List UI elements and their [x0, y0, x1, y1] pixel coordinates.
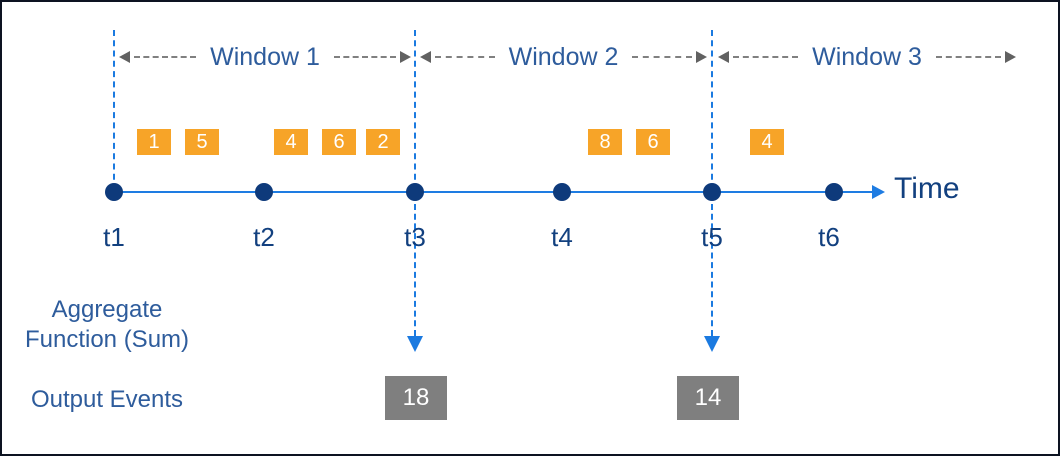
time-axis-label: Time	[894, 172, 960, 205]
dashed-line	[935, 56, 1002, 58]
output-event-sum-window2: 14	[677, 376, 739, 420]
arrow-right-icon	[400, 51, 412, 63]
timeline-dot-t2	[255, 183, 273, 201]
timeline-dot-t4	[553, 183, 571, 201]
arrow-right-icon	[1005, 51, 1017, 63]
timeline-dot-t1	[105, 183, 123, 201]
window-boundary-guide-t3	[414, 30, 416, 190]
timeline-axis	[114, 191, 874, 193]
window-3-span: Window 3	[718, 42, 1017, 71]
aggregate-function-label: Aggregate Function (Sum)	[17, 295, 197, 355]
arrow-right-icon	[696, 51, 708, 63]
tick-label-t6: t6	[818, 222, 840, 252]
timeline-dot-t6	[825, 183, 843, 201]
input-event: 8	[588, 129, 622, 155]
aggregate-function-label-line1: Aggregate	[51, 296, 163, 323]
tick-label-t3: t3	[404, 222, 426, 252]
arrow-left-icon	[718, 51, 729, 63]
down-arrow-icon-t3	[407, 336, 423, 352]
tick-label-t1: t1	[103, 222, 125, 252]
tick-label-t4: t4	[551, 222, 573, 252]
input-event: 2	[366, 129, 400, 155]
arrow-left-icon	[420, 51, 431, 63]
input-event: 4	[750, 129, 784, 155]
tick-label-t5: t5	[701, 222, 723, 252]
output-event-sum-window1: 18	[385, 376, 447, 420]
dashed-line	[632, 56, 693, 58]
window-1-span: Window 1	[119, 42, 412, 71]
aggregate-function-label-line2: Function (Sum)	[24, 326, 190, 353]
input-event: 1	[137, 129, 171, 155]
input-event: 4	[274, 129, 308, 155]
output-connector-t3	[414, 204, 416, 336]
dashed-line	[733, 56, 799, 58]
input-event: 6	[322, 129, 356, 155]
timeline-dot-t5	[703, 183, 721, 201]
window-3-label: Window 3	[812, 42, 922, 71]
dashed-line	[435, 56, 495, 58]
output-events-label: Output Events	[30, 386, 184, 413]
window-1-label: Window 1	[210, 42, 320, 71]
down-arrow-icon-t5	[704, 336, 720, 352]
input-event: 6	[636, 129, 670, 155]
window-2-label: Window 2	[508, 42, 619, 71]
dashed-line	[333, 56, 397, 58]
timeline-dot-t3	[406, 183, 424, 201]
window-boundary-guide-t5	[711, 30, 713, 190]
timeline-arrowhead-icon	[872, 185, 885, 199]
dashed-line	[134, 56, 197, 58]
tick-label-t2: t2	[253, 222, 275, 252]
output-connector-t5	[711, 204, 713, 336]
window-boundary-guide-t1	[113, 30, 115, 190]
arrow-left-icon	[119, 51, 130, 63]
input-event: 5	[185, 129, 219, 155]
window-2-span: Window 2	[420, 42, 708, 71]
